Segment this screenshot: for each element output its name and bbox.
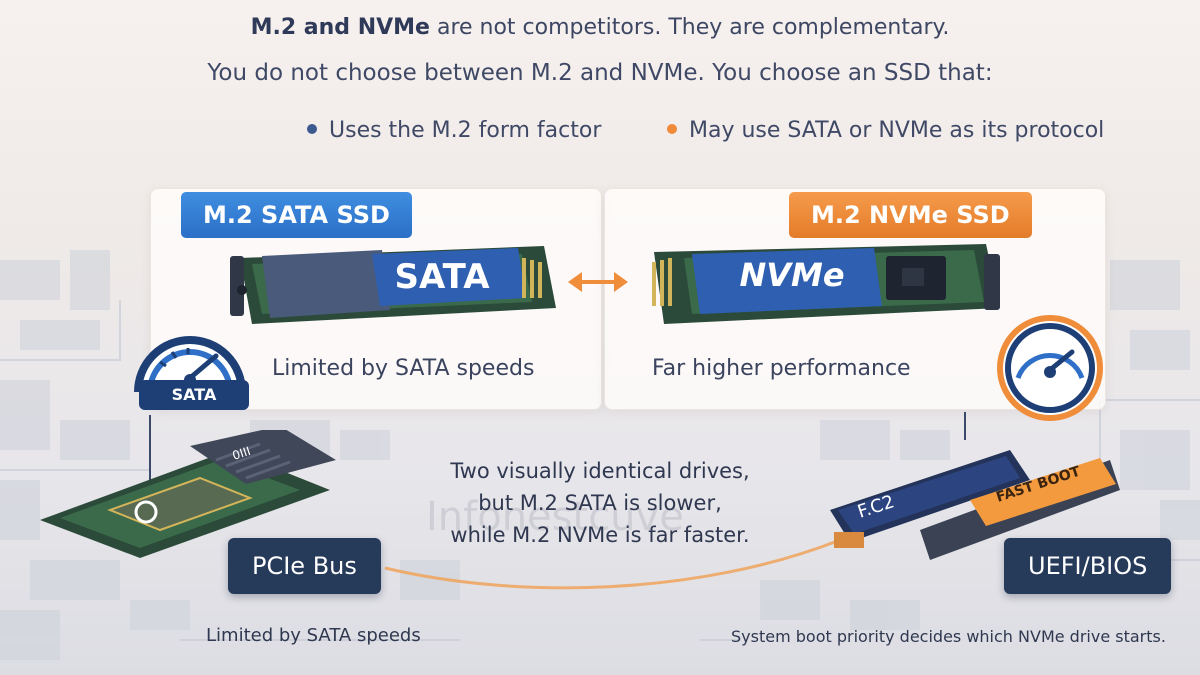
motherboard-m2-drive-right: F.C2 FAST BOOT [830, 450, 1120, 560]
bullet-protocol: May use SATA or NVMe as its protocol [667, 118, 1104, 143]
bottom-right-note: System boot priority decides which NVMe … [731, 627, 1166, 646]
nvme-drive-label: NVMe [739, 256, 844, 294]
nvme-performance-text: Far higher performance [652, 356, 911, 381]
page-title: M.2 and NVMe are not competitors. They a… [250, 15, 950, 40]
sata-gauge-label: SATA [139, 380, 249, 410]
bullet-form-factor: Uses the M.2 form factor [307, 118, 601, 143]
left-drive-label: 0III [231, 444, 253, 463]
bullet-dot-icon [307, 124, 317, 134]
sata-drive-label: SATA [394, 257, 490, 297]
sata-drive-illustration: SATA [230, 246, 556, 324]
pcie-bus-label: PCIe Bus [228, 538, 381, 594]
nvme-drive-illustration: NVMe [652, 244, 1000, 324]
page-subtitle: You do not choose between M.2 and NVMe. … [207, 60, 993, 86]
comparison-caption: Two visually identical drives, but M.2 S… [450, 459, 750, 547]
m2-nvme-tag: M.2 NVMe SSD [789, 192, 1032, 238]
bullet-dot-icon [667, 124, 677, 134]
pcie-connection-line [384, 538, 841, 590]
uefi-bios-label: UEFI/BIOS [1004, 538, 1172, 594]
watermark: Infonestcuve [426, 494, 684, 540]
speedometer-icon [997, 315, 1103, 421]
sata-performance-text: Limited by SATA speeds [272, 356, 535, 381]
double-arrow-icon [568, 272, 628, 292]
bottom-left-note: Limited by SATA speeds [206, 625, 421, 646]
motherboard-m2-drive-left: 0III [40, 430, 336, 558]
m2-sata-tag: M.2 SATA SSD [181, 192, 412, 238]
